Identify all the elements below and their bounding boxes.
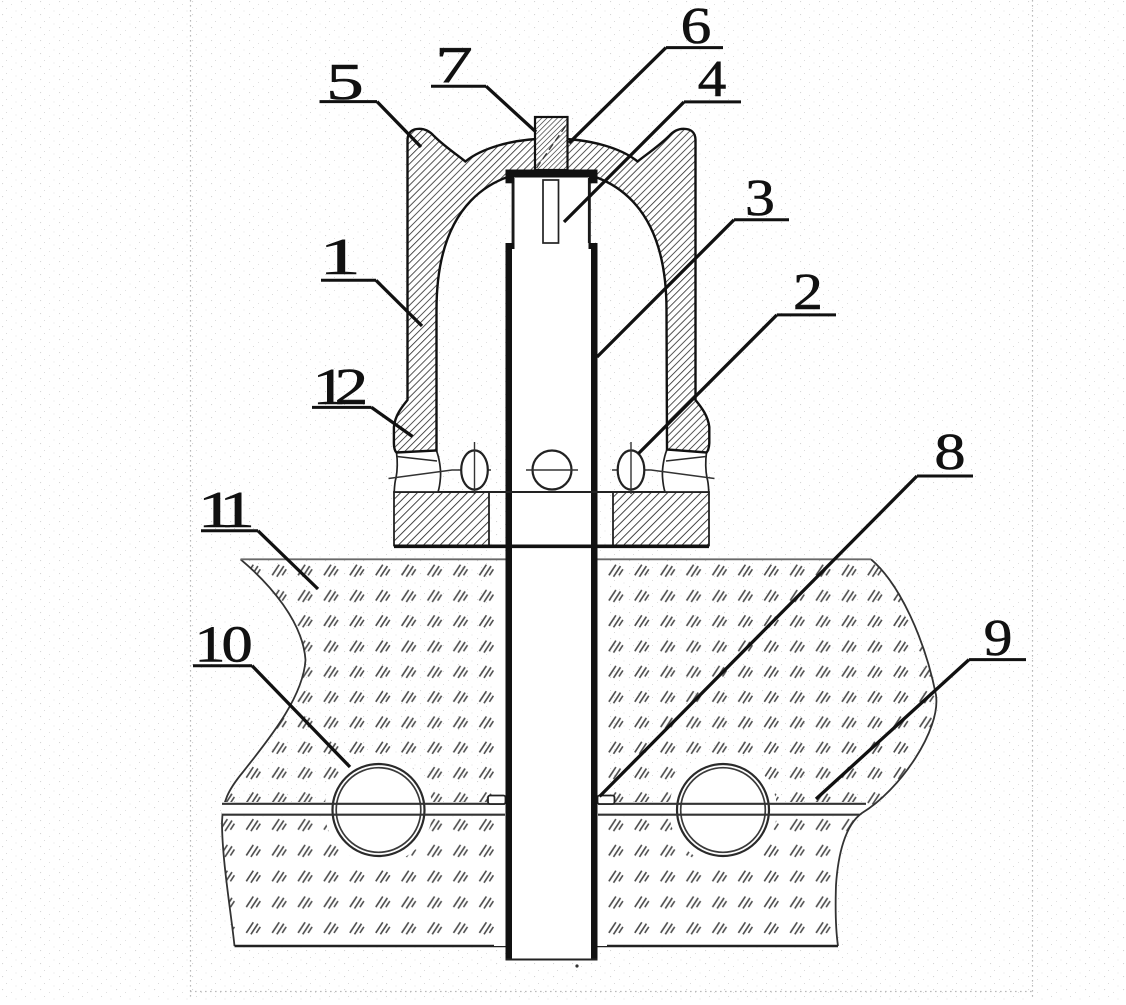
svg-text:5: 5	[326, 53, 364, 111]
svg-text:2: 2	[793, 264, 823, 322]
svg-text:8: 8	[934, 424, 965, 481]
svg-text:9: 9	[984, 608, 1013, 666]
svg-text:6: 6	[681, 0, 712, 55]
svg-text:1: 1	[319, 228, 361, 286]
svg-text:4: 4	[698, 49, 727, 107]
svg-text:3: 3	[745, 170, 775, 228]
svg-text:7: 7	[435, 36, 473, 94]
svg-text:10: 10	[194, 616, 250, 673]
